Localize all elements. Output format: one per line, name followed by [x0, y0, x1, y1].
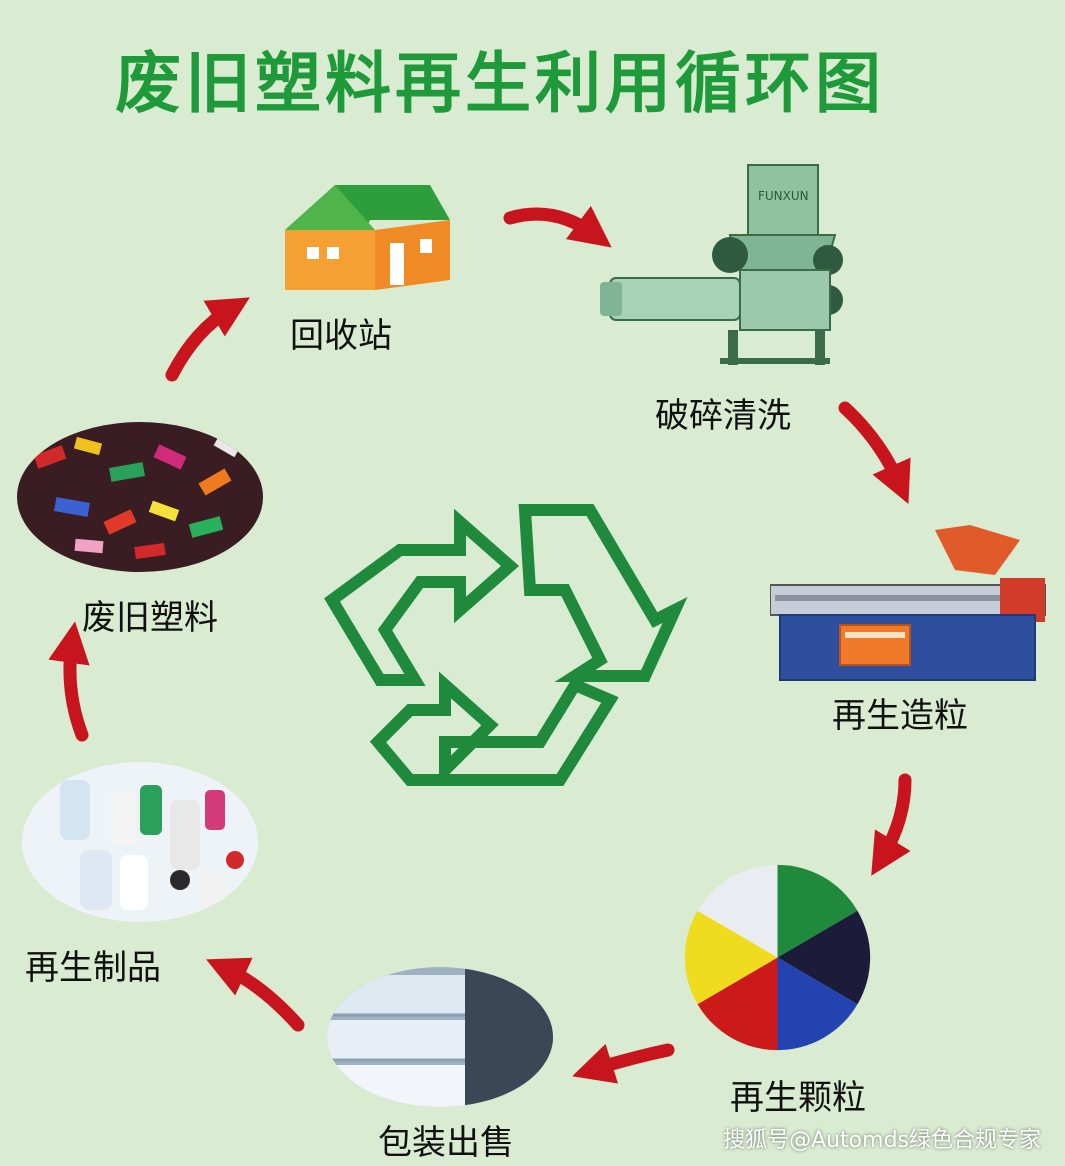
plastic-bottles-image: [22, 762, 258, 922]
step-label-station: 回收站: [290, 316, 392, 356]
arrow-to-pellets: [871, 773, 912, 876]
recycle-icon: [324, 504, 688, 786]
svg-text:FUNXUN: FUNXUN: [758, 189, 809, 203]
page-title: 废旧塑料再生利用循环图: [115, 45, 885, 122]
crusher-machine-image: FUNXUN: [600, 164, 843, 365]
step-label-pellets: 再生颗粒: [730, 1078, 866, 1118]
house-icon: [285, 185, 450, 290]
arrow-to-station: [165, 297, 250, 382]
step-label-crushing: 破碎清洗: [655, 396, 791, 436]
arrow-to-scrap: [48, 621, 90, 742]
arrow-to-products: [206, 957, 305, 1032]
arrow-to-package: [572, 1043, 675, 1084]
step-label-pelletizing: 再生造粒: [832, 696, 968, 736]
step-label-scrap: 废旧塑料: [82, 598, 218, 638]
watermark: 搜狐号@Automds绿色合规专家: [723, 1128, 1041, 1153]
arrow-to-extruder: [838, 401, 911, 505]
pellets-pie-image: [684, 864, 871, 1051]
packaged-goods-image: [327, 967, 553, 1107]
extruder-machine-image: [770, 525, 1046, 681]
plastic-scrap-image: [17, 422, 263, 572]
step-label-packaging: 包装出售: [378, 1123, 514, 1163]
arrow-to-crusher: [503, 205, 612, 248]
step-label-products: 再生制品: [25, 948, 161, 988]
